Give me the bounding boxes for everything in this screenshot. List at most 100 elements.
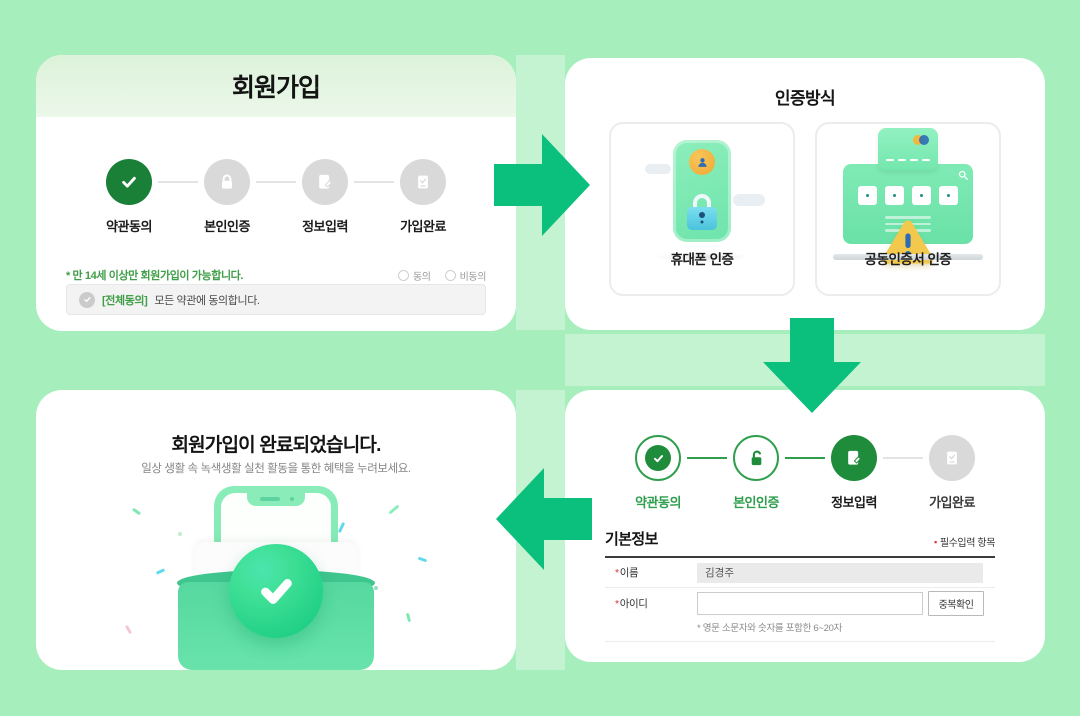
check-circle-icon[interactable] (79, 291, 95, 308)
password-box-icon (858, 186, 877, 205)
password-box-icon (939, 186, 958, 205)
shadow (654, 252, 750, 262)
step-connector (158, 181, 198, 183)
all-agree-text[interactable]: 모든 약관에 동의합니다. (154, 294, 260, 307)
confetti (178, 532, 182, 536)
section-title: 기본정보 (605, 531, 658, 548)
step-info: 정보입력 (296, 159, 354, 235)
id-row: *아이디 중복확인 * 영문 소문자와 숫자를 포함한 6~20자 (605, 588, 995, 642)
edit-doc-icon (302, 159, 348, 205)
duplicate-check-button[interactable]: 중복확인 (928, 590, 984, 616)
name-field[interactable] (697, 562, 983, 583)
age-notice-text: * 만 14세 이상만 회원가입이 가능합니다. (66, 270, 244, 282)
step-identity: 본인인증 (727, 435, 785, 511)
signup-complete-illustration (156, 486, 396, 670)
certificate-auth-label[interactable]: 공동인증서 인증 (864, 252, 952, 267)
step-complete-label: 가입완료 (929, 495, 975, 510)
cloud-icon (733, 194, 765, 206)
auth-method-title: 인증방식 (774, 89, 836, 108)
step-connector (687, 457, 727, 459)
step-terms: 약관동의 (100, 159, 158, 235)
agree-radio-group: 동의 비동의 (397, 268, 487, 283)
password-box-icon (912, 186, 931, 205)
confetti (405, 612, 412, 623)
laptop-base (833, 254, 983, 260)
phone-auth-card[interactable]: 휴대폰 인증 (609, 122, 795, 296)
step-identity-label: 본인인증 (204, 219, 250, 234)
complete-title: 회원가입이 완료되었습니다. (171, 435, 381, 456)
divider (605, 556, 995, 558)
confetti (374, 586, 378, 590)
smartphone-icon (673, 140, 731, 242)
radio-disagree-label[interactable]: 비동의 (459, 271, 487, 283)
required-bullet-icon: ▪ (934, 536, 937, 547)
confetti (124, 624, 133, 635)
all-agree-checkbox[interactable]: [전체동의] 모든 약관에 동의합니다. (66, 284, 486, 315)
password-box-icon (885, 186, 904, 205)
age-notice-row: * 만 14세 이상만 회원가입이 가능합니다. 동의 비동의 (66, 267, 486, 283)
doc-check-icon (400, 159, 446, 205)
doc-check-icon (929, 435, 975, 481)
unlock-icon (733, 435, 779, 481)
step-terms: 약관동의 (629, 435, 687, 511)
complete-subtitle: 일상 생활 속 녹색생활 실천 활동을 통한 혜택을 누려보세요. (141, 463, 411, 475)
step-identity: 본인인증 (198, 159, 256, 235)
panel-auth-method: 인증방식 휴대폰 (565, 58, 1045, 330)
radio-disagree[interactable]: 비동의 (444, 268, 487, 283)
step-identity-label: 본인인증 (733, 495, 779, 510)
basic-info-form: 기본정보 ▪ 필수입력 항목 *이름 *아이디 (605, 528, 995, 642)
arrow-down-icon (762, 318, 862, 419)
padlock-icon (687, 194, 717, 230)
required-asterisk: * (615, 597, 619, 610)
signup-header-band: 회원가입 (36, 55, 516, 117)
step-connector (883, 457, 923, 459)
certificate-auth-illustration (833, 128, 983, 264)
user-avatar-icon (689, 149, 715, 175)
arrow-left-icon (492, 466, 592, 581)
signup-stepper: 약관동의 본인인증 정보입력 가입완료 (36, 159, 516, 235)
success-check-icon (229, 544, 323, 638)
page-title: 회원가입 (231, 74, 321, 102)
all-agree-bracket-label[interactable]: [전체동의] (102, 294, 148, 307)
arrow-right-icon (494, 132, 594, 247)
id-card-icon (878, 128, 938, 170)
confetti (417, 556, 428, 563)
step-connector (256, 181, 296, 183)
id-field[interactable] (697, 591, 923, 615)
confetti (131, 507, 142, 516)
step-complete: 가입완료 (923, 435, 981, 511)
phone-auth-label[interactable]: 휴대폰 인증 (670, 252, 734, 267)
auth-cards: 휴대폰 인증 (565, 122, 1045, 296)
name-field-label: *이름 (615, 567, 639, 579)
id-field-label: *아이디 (615, 597, 648, 610)
panel-signup-complete: 회원가입이 완료되었습니다. 일상 생활 속 녹색생활 실천 활동을 통한 혜택… (36, 390, 516, 670)
edit-doc-icon (831, 435, 877, 481)
radio-agree[interactable]: 동의 (397, 268, 431, 283)
lock-icon (204, 159, 250, 205)
search-icon (957, 168, 969, 186)
radio-circle-icon[interactable] (397, 269, 409, 281)
required-asterisk: * (615, 567, 619, 579)
step-complete: 가입완료 (394, 159, 452, 235)
step-complete-label: 가입완료 (400, 219, 446, 234)
step-terms-label: 약관동의 (106, 219, 152, 234)
name-row: *이름 (605, 558, 995, 588)
notice-asterisk: * (66, 270, 70, 282)
panel-info-form: 약관동의 본인인증 정보입력 가입완료 (565, 390, 1045, 662)
radio-agree-label[interactable]: 동의 (412, 271, 431, 283)
form-stepper: 약관동의 본인인증 정보입력 가입완료 (565, 435, 1045, 511)
certificate-auth-card[interactable]: 공동인증서 인증 (815, 122, 1001, 296)
phone-auth-illustration (637, 140, 767, 262)
panel-signup-terms: 회원가입 약관동의 본인인증 정보입력 (36, 55, 516, 331)
step-info-label: 정보입력 (831, 495, 877, 510)
step-connector (785, 457, 825, 459)
check-icon (635, 435, 681, 481)
radio-circle-icon[interactable] (444, 269, 456, 281)
step-info-label: 정보입력 (302, 219, 348, 234)
step-info: 정보입력 (825, 435, 883, 511)
step-terms-label: 약관동의 (635, 495, 681, 510)
check-icon (106, 159, 152, 205)
required-note: ▪ 필수입력 항목 (934, 536, 995, 550)
step-connector (354, 181, 394, 183)
